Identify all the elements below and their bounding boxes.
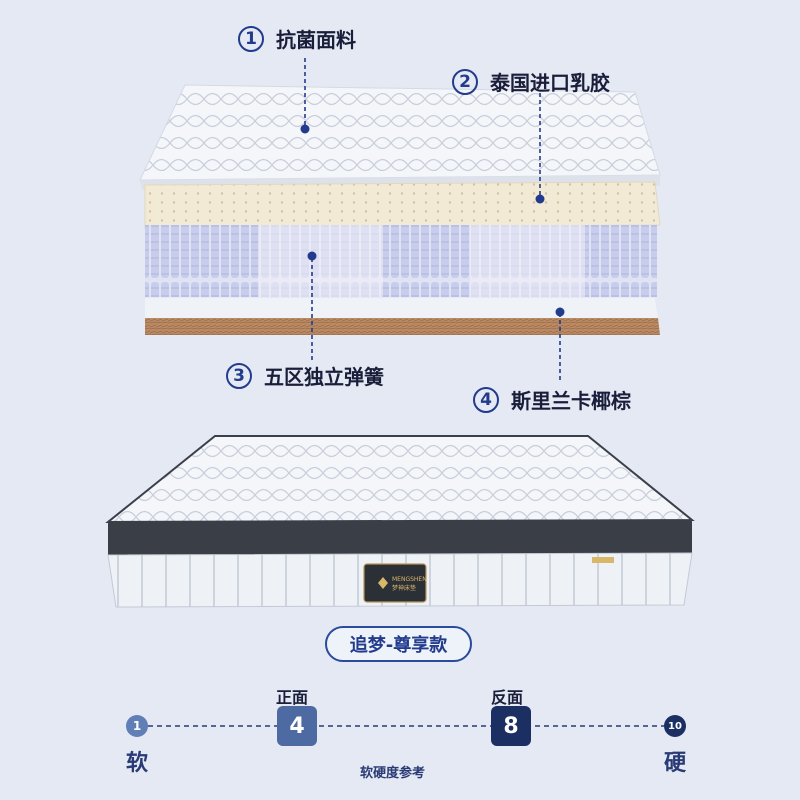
front-firmness-value: 4 — [277, 706, 317, 746]
layer-label-text: 泰国进口乳胶 — [490, 71, 610, 95]
scale-max-marker: 10 — [664, 715, 686, 737]
side-tag — [592, 557, 614, 563]
leader-lines — [304, 58, 561, 383]
brand-logo-icon — [378, 577, 388, 589]
layer-label-latex: 2 泰国进口乳胶 — [452, 67, 610, 96]
firmness-reference-note: 软硬度参考 — [360, 766, 426, 781]
soft-label: 软 — [126, 751, 149, 776]
layer-label-text: 五区独立弹簧 — [264, 365, 384, 389]
layer-latex — [144, 181, 661, 229]
layer-number-badge: 4 — [473, 386, 499, 413]
badge-line2: 梦神床垫 — [392, 584, 416, 592]
assembled-mattress: MENGSHEN 梦神床垫 — [105, 435, 695, 608]
back-firmness-value: 8 — [491, 706, 531, 746]
badge-line1: MENGSHEN — [392, 576, 427, 583]
back-side-label: 反面 — [491, 688, 524, 707]
layer-label-springs: 3 五区独立弹簧 — [226, 361, 384, 390]
hard-label: 硬 — [664, 751, 687, 776]
product-name-badge: 追梦-尊享款 — [325, 626, 472, 662]
front-side-label: 正面 — [276, 688, 309, 707]
layer-springs — [145, 225, 657, 297]
layer-label-text: 抗菌面料 — [276, 28, 356, 52]
layer-number-badge: 1 — [238, 25, 264, 52]
scale-min-marker: 1 — [126, 715, 148, 737]
layer-number-badge: 2 — [452, 68, 478, 95]
layer-label-coir: 4 斯里兰卡椰棕 — [473, 385, 631, 414]
layer-label-text: 斯里兰卡椰棕 — [511, 389, 631, 413]
layer-coir — [145, 298, 660, 335]
layer-number-badge: 3 — [226, 362, 252, 389]
brand-badge — [363, 563, 427, 603]
leader-dots — [300, 124, 565, 317]
layer-label-fabric: 1 抗菌面料 — [238, 24, 356, 53]
layer-fabric — [139, 84, 661, 190]
